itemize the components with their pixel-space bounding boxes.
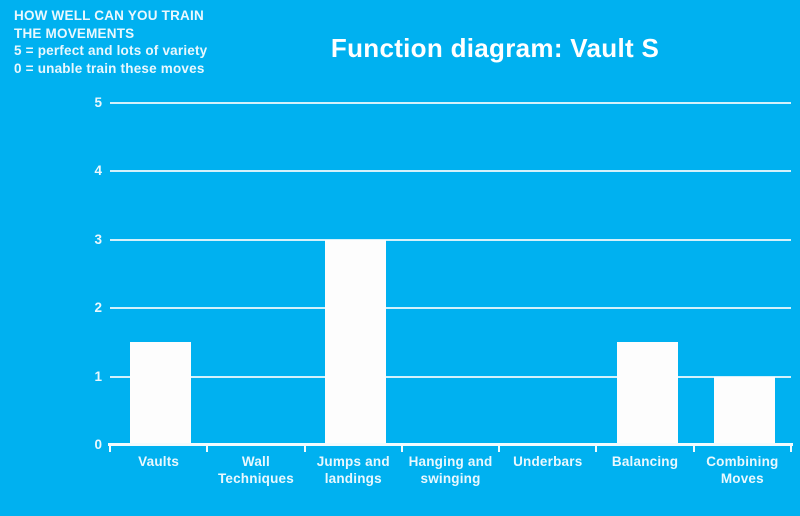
x-axis-category-label: Underbars (513, 454, 583, 469)
x-axis-tick (692, 446, 695, 452)
y-axis-tick-label: 3 (94, 231, 102, 247)
bar-jumps-and-landings (324, 239, 386, 445)
x-axis-category-label: Jumps and landings (316, 454, 390, 486)
x-axis-tick (790, 446, 792, 452)
gridline-1 (110, 375, 791, 378)
y-axis-tick-label: 2 (94, 300, 102, 316)
x-axis-category-label: Combining Moves (706, 454, 779, 486)
x-axis-category-label: Hanging and swinging (408, 454, 493, 486)
x-axis-tick (109, 446, 111, 452)
x-axis-tick (400, 446, 403, 452)
scale-explanation: HOW WELL CAN YOU TRAIN THE MOVEMENTS 5 =… (14, 7, 207, 77)
annotation-line: HOW WELL CAN YOU TRAIN (14, 8, 204, 23)
gridline-5 (110, 102, 791, 104)
x-axis-tick (303, 446, 306, 452)
bar-combining-moves (713, 376, 775, 445)
y-axis-tick-label: 1 (94, 368, 102, 384)
gridline-3 (110, 238, 791, 241)
chart-title: Function diagram: Vault S (330, 33, 660, 63)
gridline-4 (110, 170, 791, 173)
x-axis-line (108, 443, 793, 446)
y-axis-tick-label: 4 (94, 163, 102, 179)
bar-balancing (616, 342, 678, 445)
x-axis-tick (498, 446, 501, 452)
annotation-line: THE MOVEMENTS (14, 25, 135, 41)
x-axis-tick (206, 446, 209, 452)
y-axis-tick-label: 5 (94, 95, 102, 110)
x-axis-category-label: Wall Techniques (217, 454, 294, 486)
y-axis-tick-label: 0 (94, 437, 102, 452)
annotation-line: 5 = perfect and lots of variety (14, 43, 208, 58)
bar-vaults (130, 342, 192, 445)
x-axis-category-label: Vaults (138, 454, 180, 469)
x-axis-tick (595, 446, 598, 452)
annotation-line: 0 = unable train these moves (14, 60, 205, 76)
x-axis-category-label: Balancing (611, 454, 679, 469)
gridline-2 (110, 307, 791, 310)
